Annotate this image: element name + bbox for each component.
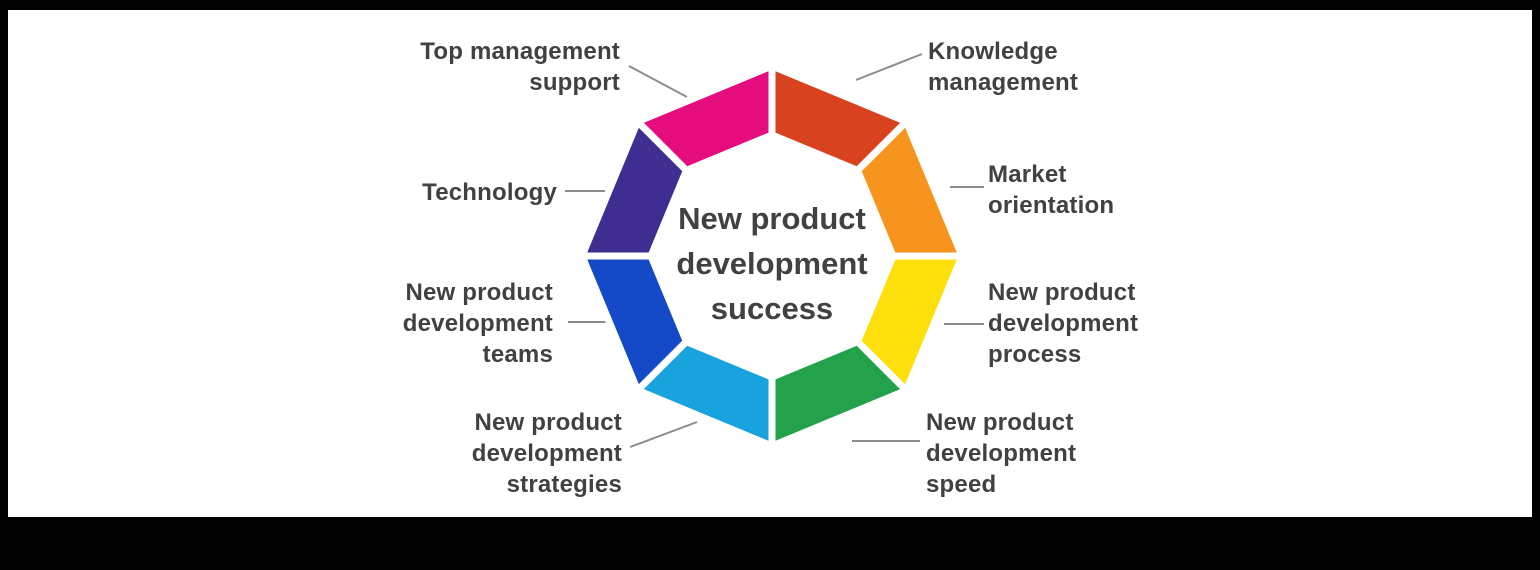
label-top-management-support: Top management support	[420, 38, 620, 96]
octagon-ring	[576, 60, 968, 452]
leader-line-knowledge-management	[855, 53, 923, 81]
label-new-product-development-process: New product development process	[988, 279, 1139, 368]
label-market-orientation: Market orientation	[988, 161, 1115, 219]
label-new-product-development-speed: New product development speed	[926, 409, 1077, 498]
label-new-product-development-strategies: New product development strategies	[471, 409, 622, 498]
label-knowledge-management: Knowledge management	[928, 38, 1079, 96]
leader-line-strategies	[629, 421, 698, 448]
segment-market-orientation	[853, 115, 968, 260]
label-technology: Technology	[422, 179, 557, 206]
leader-line-top-management-support	[628, 65, 688, 98]
center-title: New product development success	[676, 201, 868, 326]
label-new-product-development-teams: New product development teams	[402, 279, 553, 368]
